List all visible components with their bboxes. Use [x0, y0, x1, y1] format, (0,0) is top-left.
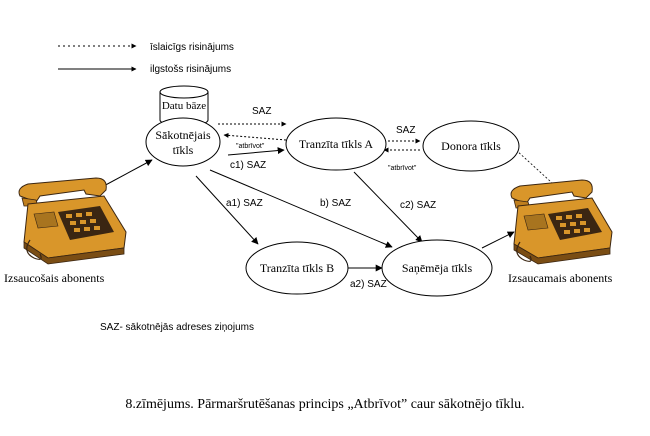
legend: īslaicīgs risinājums ilgstošs risinājums	[58, 42, 234, 75]
donor-label: Donora tīkls	[441, 139, 501, 153]
legend-temporary-label: īslaicīgs risinājums	[150, 42, 234, 53]
edge-labels: SAZ "atbrīvot" SAZ "atbrīvot" c1) SAZ a1…	[226, 106, 436, 290]
caller-phone-icon	[18, 177, 127, 265]
footnote: SAZ- sākotnējās adreses ziņojums	[100, 322, 254, 333]
node-transit-a: Tranzīta tīkls A	[285, 117, 387, 171]
edge-transit-a-to-origin-release	[223, 132, 287, 141]
edge-transit-a-to-recipient-c2	[353, 171, 423, 243]
label-a1: a1) SAZ	[226, 198, 263, 209]
transit-a-label: Tranzīta tīkls A	[299, 137, 374, 151]
node-donor: Donora tīkls	[422, 120, 520, 172]
label-release-1: "atbrīvot"	[236, 143, 265, 150]
caller-label: Izsaucošais abonents	[4, 271, 105, 285]
label-saz-top: SAZ	[252, 106, 271, 117]
node-origin: Sākotnējais tīkls	[145, 117, 221, 167]
label-saz-donor: SAZ	[396, 125, 415, 136]
label-b: b) SAZ	[320, 198, 351, 209]
callee-label: Izsaucamais abonents	[508, 271, 613, 285]
edge-caller-to-origin	[99, 159, 153, 189]
label-c1: c1) SAZ	[230, 160, 266, 171]
label-release-2: "atbrīvot"	[388, 165, 417, 172]
database-label: Datu bāze	[162, 100, 206, 112]
edge-origin-to-transit-b-a1	[195, 175, 259, 245]
origin-label-line2: tīkls	[173, 143, 194, 157]
node-recipient: Saņēmēja tīkls	[381, 239, 493, 297]
edges	[99, 121, 563, 272]
origin-label-line1: Sākotnējais	[155, 128, 211, 142]
callee-phone-icon	[510, 179, 613, 265]
legend-permanent-label: ilgstošs risinājums	[150, 64, 231, 75]
figure-caption: 8.zīmējums. Pārmaršrutēšanas princips „A…	[125, 397, 524, 412]
edge-origin-to-transit-a-c1	[227, 147, 285, 156]
edge-origin-to-recipient-b	[209, 169, 393, 248]
label-a2: a2) SAZ	[350, 279, 387, 290]
edge-recipient-to-callee	[481, 231, 515, 249]
node-transit-b: Tranzīta tīkls B	[245, 241, 349, 295]
transit-b-label: Tranzīta tīkls B	[260, 261, 334, 275]
recipient-label: Saņēmēja tīkls	[402, 261, 473, 275]
label-c2: c2) SAZ	[400, 200, 436, 211]
database-cylinder: Datu bāze	[159, 85, 209, 127]
